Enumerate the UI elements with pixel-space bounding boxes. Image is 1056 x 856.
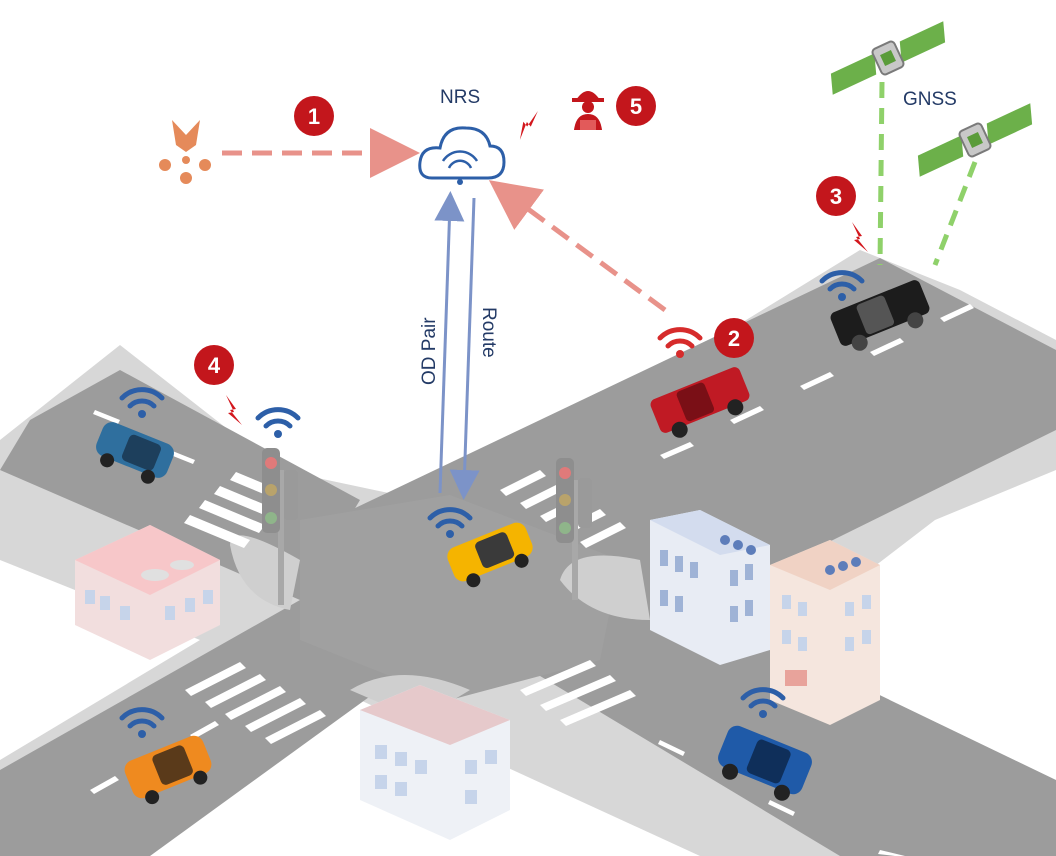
od-pair-arrow — [434, 191, 465, 494]
cloud-wifi-icon — [418, 126, 506, 185]
satellite-icon-1 — [821, 16, 955, 100]
car-orange-bottom — [124, 735, 212, 805]
badge-2: 2 — [714, 318, 754, 358]
building-pink-left — [75, 525, 220, 660]
gnss-beam-1 — [877, 81, 885, 266]
svg-text:4: 4 — [208, 353, 221, 378]
crosswalk-bottom-right — [520, 660, 636, 726]
building-blue-center — [360, 685, 510, 840]
traffic-light-right — [556, 458, 592, 600]
od-pair-label: OD Pair — [419, 317, 440, 385]
gnss-label: GNSS — [903, 89, 957, 110]
car-blue-suv-bottom — [718, 725, 812, 801]
car-blue-left — [96, 422, 174, 484]
lightning-icon-gnss — [852, 222, 868, 252]
building-blue-right — [650, 510, 770, 665]
car-black-pickup — [830, 280, 930, 351]
route-label: Route — [478, 307, 499, 358]
lightning-icon-traffic-light — [226, 395, 242, 425]
attack-arrow-2 — [488, 180, 667, 313]
nrs-label: NRS — [440, 87, 480, 108]
badge-1: 1 — [294, 96, 334, 136]
drone-attacker-icon — [159, 120, 211, 184]
badge-5: 5 — [616, 86, 656, 126]
svg-text:2: 2 — [728, 326, 740, 351]
route-arrow — [449, 197, 480, 500]
traffic-light-left — [262, 448, 298, 605]
building-peach-right — [770, 540, 880, 725]
lightning-icon-nrs — [511, 111, 546, 140]
svg-text:1: 1 — [308, 104, 320, 129]
hacker-icon — [572, 91, 604, 130]
badge-3: 3 — [816, 176, 856, 216]
badge-4: 4 — [194, 345, 234, 385]
car-red-pickup — [650, 367, 750, 438]
crosswalk-bottom-left — [185, 662, 326, 744]
gnss-beam-2 — [932, 161, 978, 266]
wifi-icon-traffic-light — [258, 410, 298, 438]
svg-text:3: 3 — [830, 184, 842, 209]
svg-text:5: 5 — [630, 94, 642, 119]
car-yellow-taxi — [447, 522, 533, 588]
